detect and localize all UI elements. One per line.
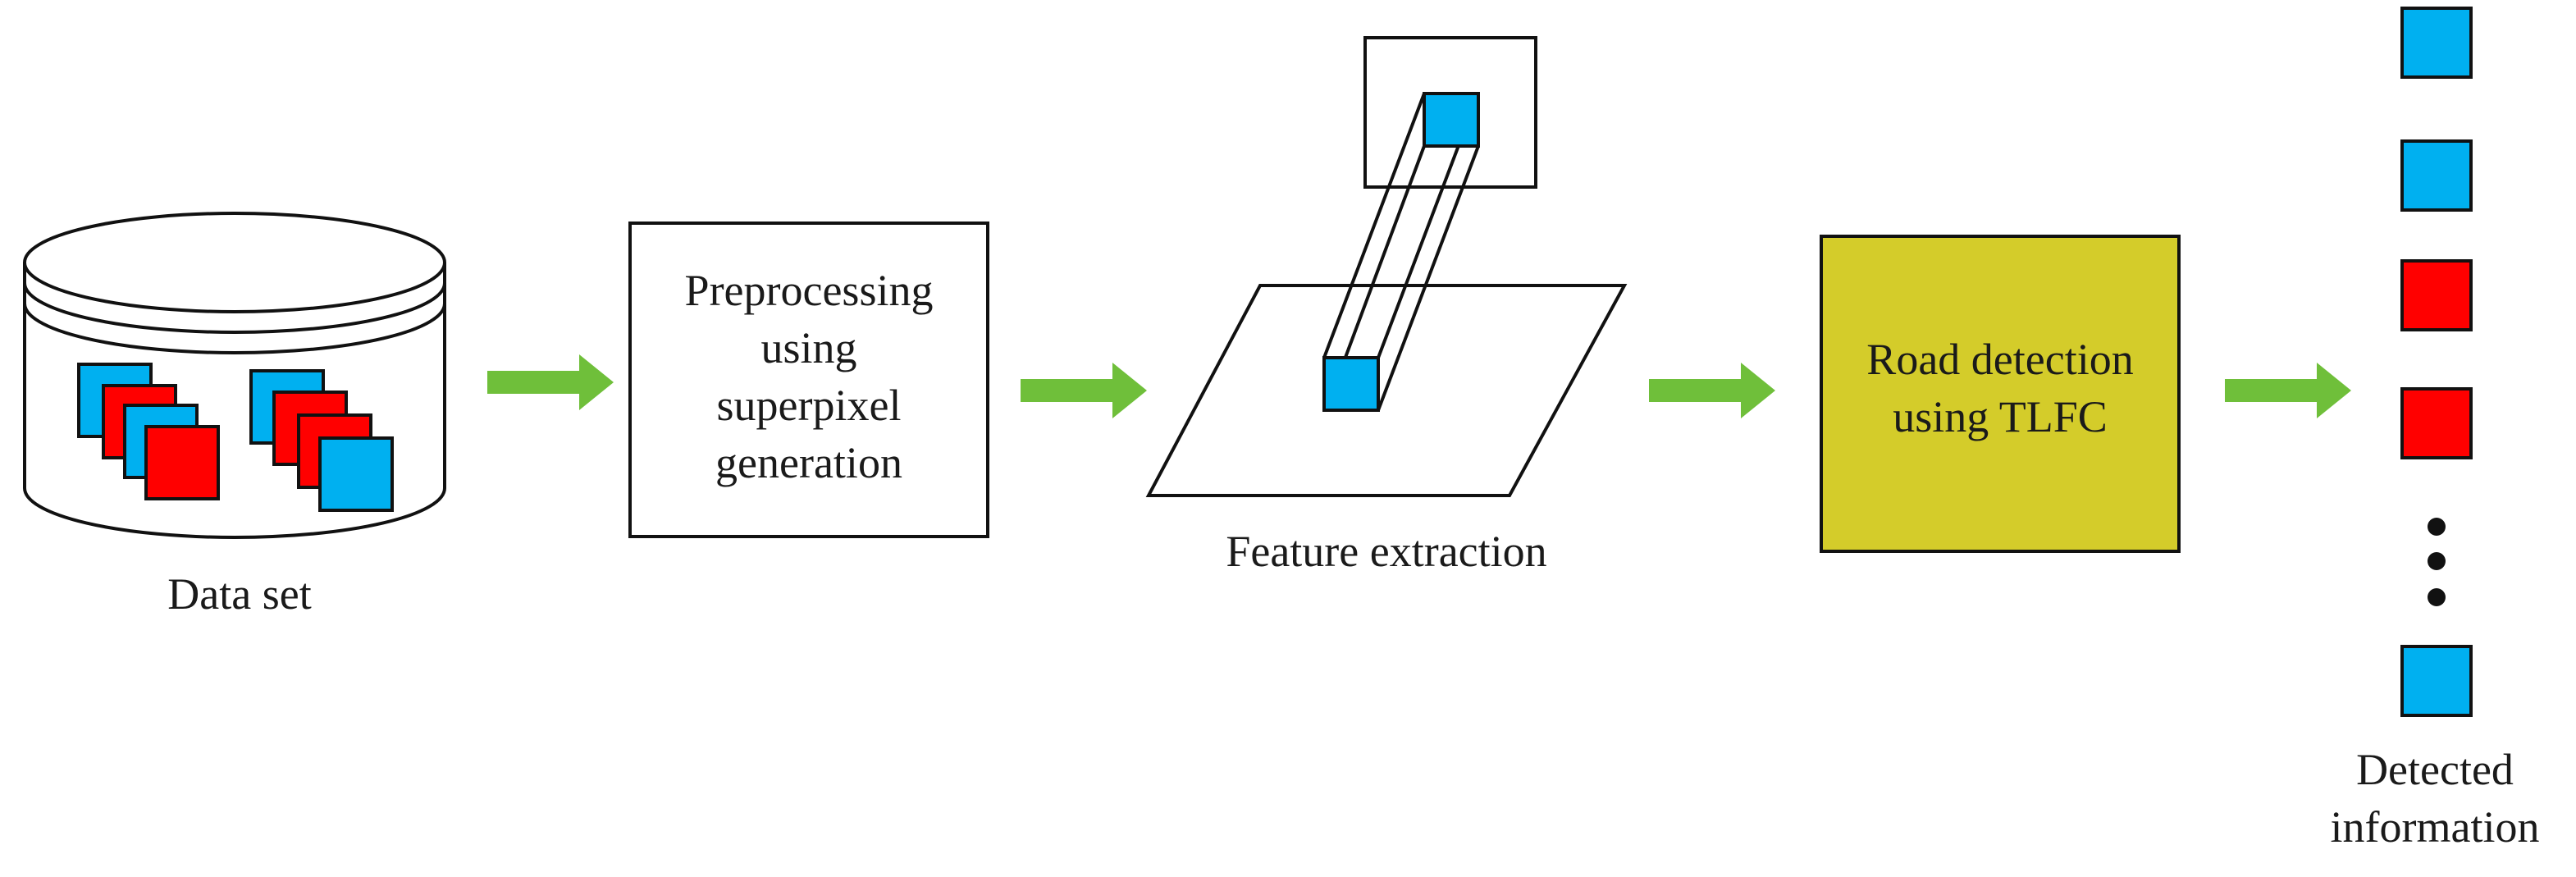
road-detection-label-line-2: using TLFC (1893, 392, 2108, 441)
detected-label-line-2: information (2331, 802, 2540, 852)
detected-output-column (2400, 7, 2473, 717)
flow-arrow (2225, 363, 2351, 418)
flow-arrow (1649, 363, 1775, 418)
dataset-image-stack-left (77, 363, 220, 500)
detected-tile-non-road (2400, 259, 2473, 331)
dataset-label: Data set (167, 569, 311, 619)
detected-tile-road (2400, 139, 2473, 212)
feature-cube-bottom (1322, 356, 1380, 412)
road-detection-label-line-1: Road detection (1866, 335, 2133, 384)
dataset-image-stack-right (249, 369, 394, 512)
feature-cube-top (1423, 92, 1480, 148)
ellipsis-dot (2428, 552, 2446, 570)
feature-extraction-graphic (1145, 36, 1628, 497)
road-detection-box: Road detection using TLFC (1820, 235, 2181, 553)
detected-tile-road (2400, 645, 2473, 717)
feature-extraction-label: Feature extraction (1226, 527, 1546, 576)
preprocessing-label-line-4: generation (715, 438, 902, 487)
flow-arrow (1021, 363, 1147, 418)
preprocessing-label-line-3: superpixel (717, 381, 902, 430)
detected-label-line-1: Detected (2356, 745, 2514, 794)
flow-arrow (487, 354, 614, 410)
ellipsis-dot (2428, 588, 2446, 606)
image-tile-red (144, 425, 220, 500)
preprocessing-label-line-2: using (760, 323, 856, 372)
ellipsis-dot (2428, 518, 2446, 536)
preprocessing-box: Preprocessing using superpixel generatio… (628, 222, 989, 538)
preprocessing-label-line-1: Preprocessing (685, 266, 934, 315)
detected-tile-non-road (2400, 387, 2473, 459)
detected-tile-road (2400, 7, 2473, 79)
image-tile-blue (318, 436, 394, 512)
